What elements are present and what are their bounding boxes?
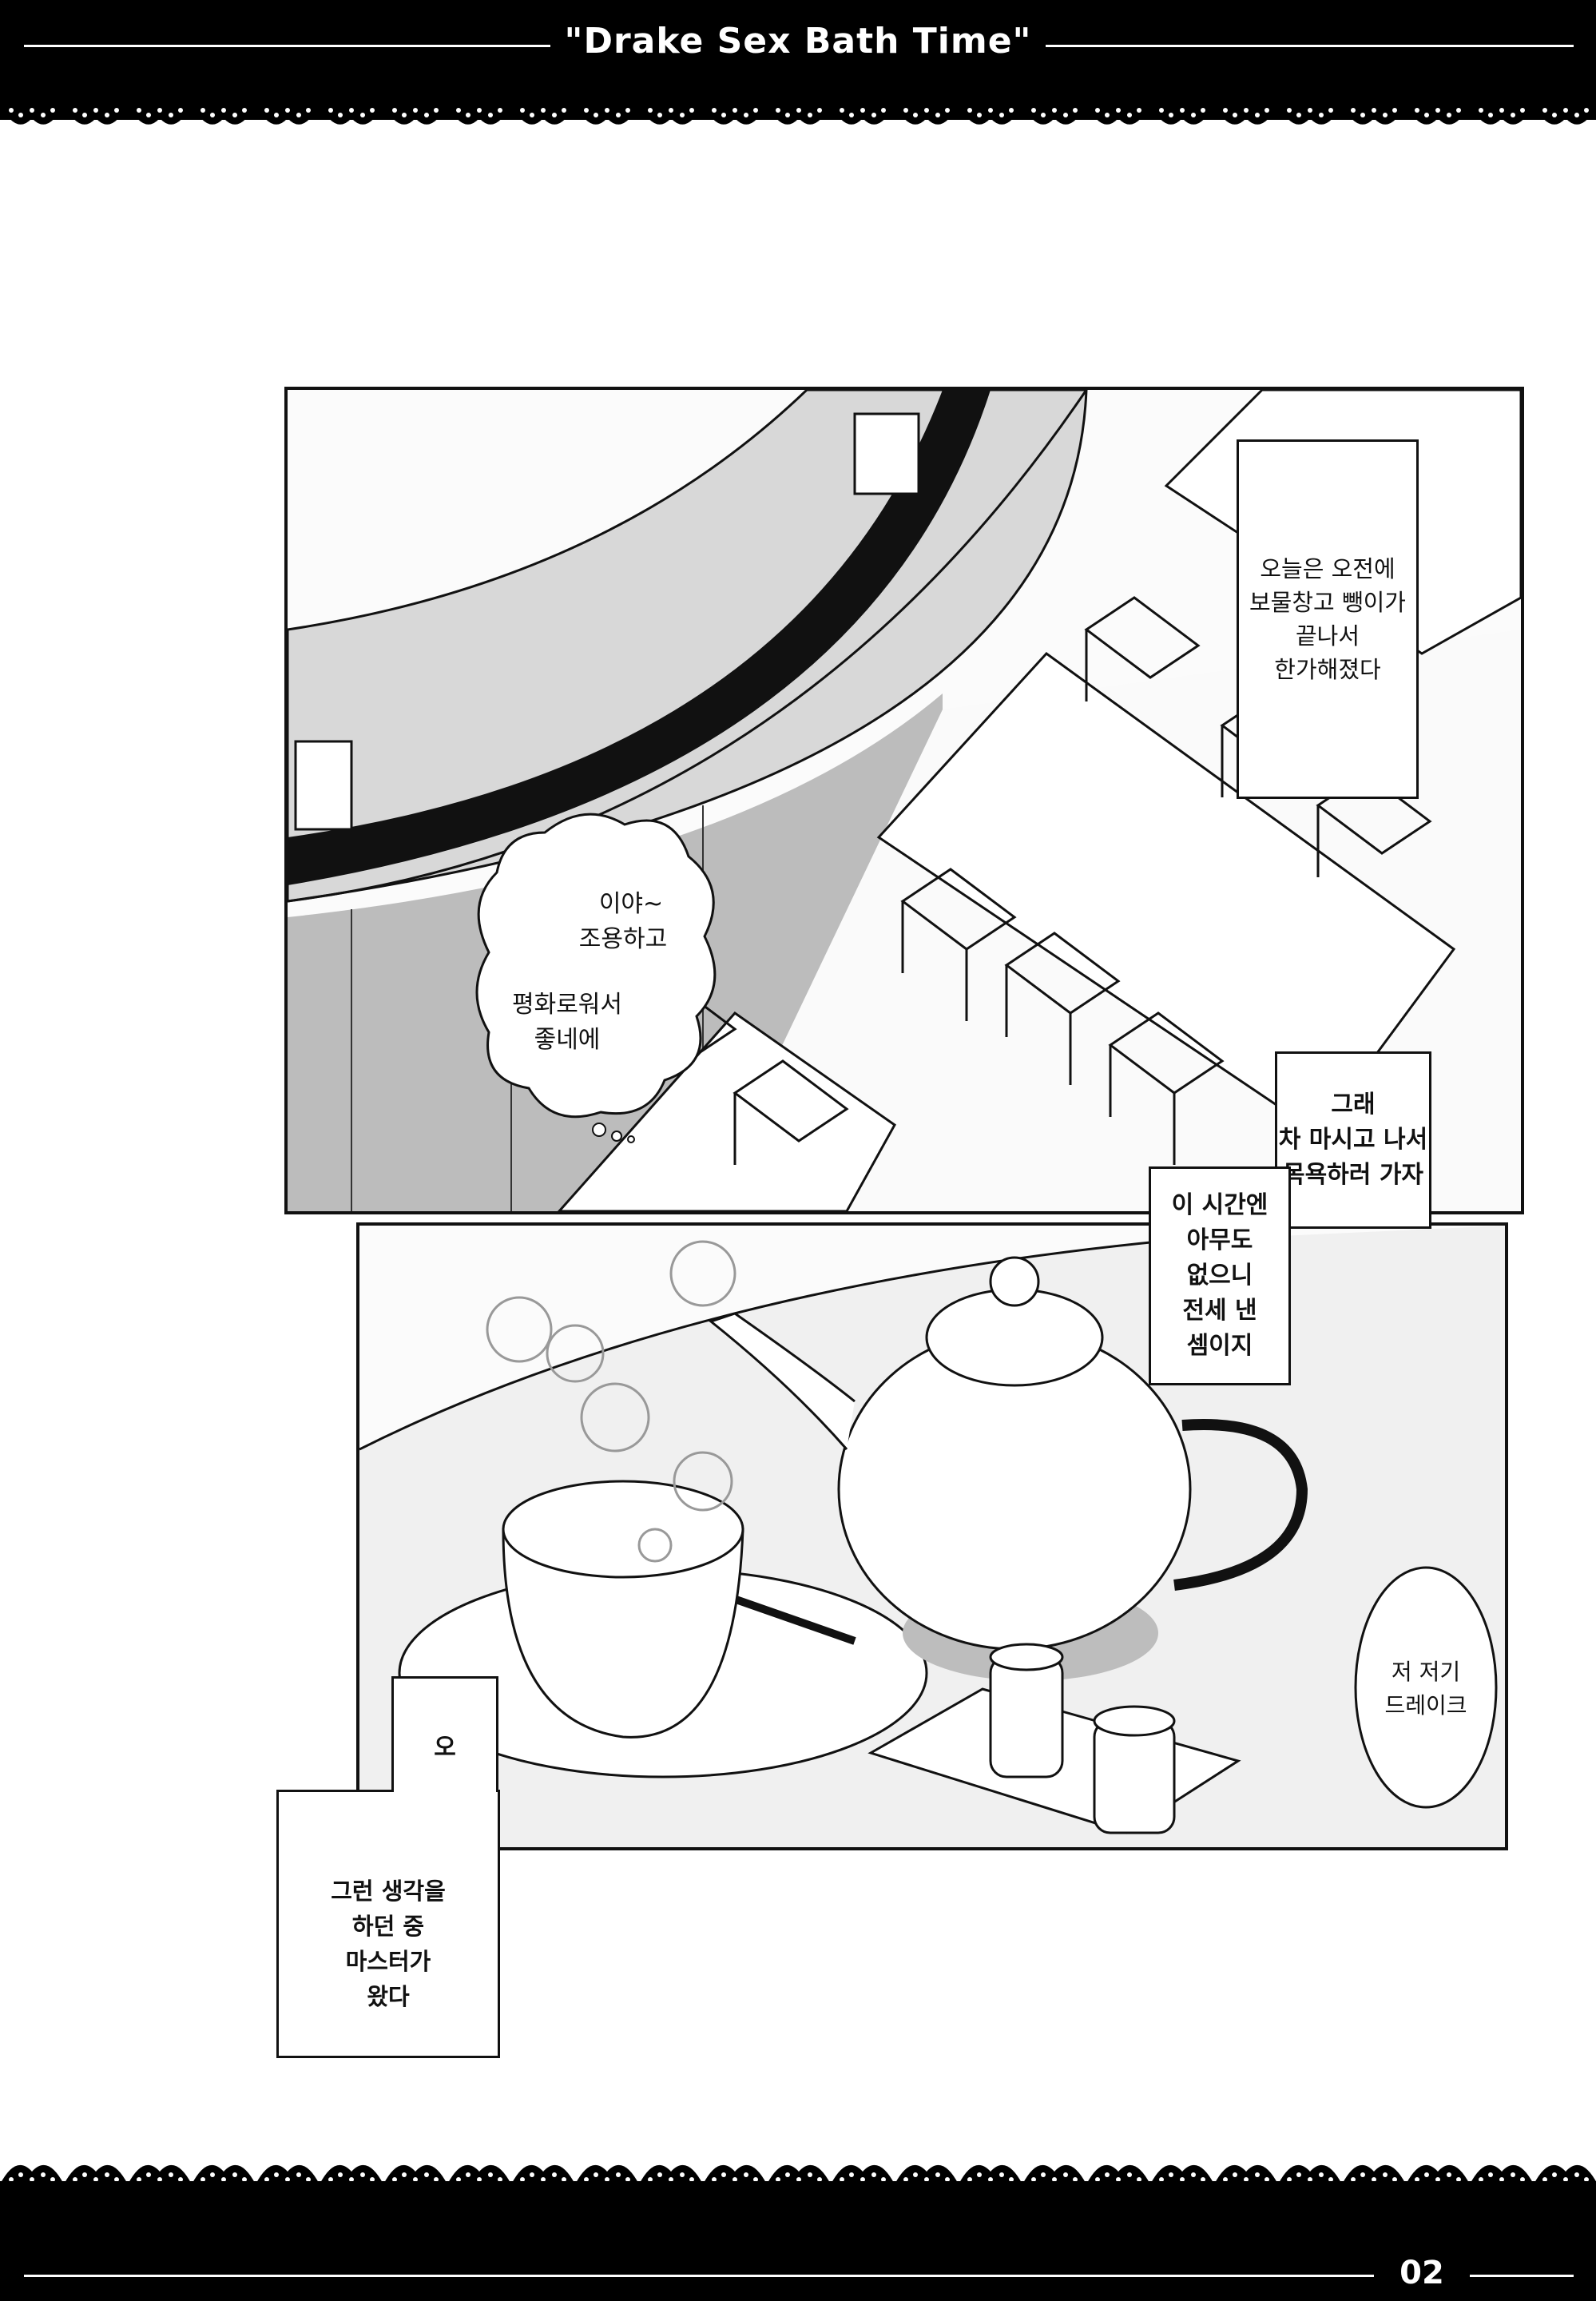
footer-rule [24,2275,1574,2277]
thought-line-4: 좋네에 [534,1026,601,1054]
footer-band [0,2181,1596,2301]
speech-master-text: 저 저기 드레이크 [1384,1659,1467,1719]
caption-joint [394,1788,496,1793]
thought-line-2: 조용하고 [578,925,668,953]
thought-line-1: 이야~ [598,890,664,918]
panel-teaset [356,1222,1508,1850]
page-number: 02 [1374,2255,1470,2291]
thought-bubble [475,813,717,1143]
header-lace-border [0,80,1596,136]
caption-bath-plan: 그래 차 마시고 나서 목욕하러 가자 [1275,1051,1431,1229]
speech-bubble-master [1354,1566,1498,1809]
thought-line-3: 평화로워서 [512,991,622,1019]
caption-oh-text: 오 [434,1733,456,1762]
narration-box-afternoon: 오늘은 오전에 보물창고 뺑이가 끝나서 한가해졌다 [1237,439,1419,799]
page-header-title: "Drake Sex Bath Time" [0,21,1596,62]
caption-empty-time: 이 시간엔 아무도 없으니 전세 낸 셈이지 [1149,1166,1291,1385]
caption-master-arrived: 그런 생각을 하던 중 마스터가 왔다 [276,1790,500,2058]
caption-master-arrived-text: 그런 생각을 하던 중 마스터가 왔다 [331,1878,446,2010]
header-title-text: "Drake Sex Bath Time" [550,21,1046,62]
tea-illustration [359,1226,1505,1847]
caption-bath-plan-text: 그래 차 마시고 나서 목욕하러 가자 [1278,1091,1428,1189]
caption-empty-time-text: 이 시간엔 아무도 없으니 전세 낸 셈이지 [1171,1191,1268,1360]
